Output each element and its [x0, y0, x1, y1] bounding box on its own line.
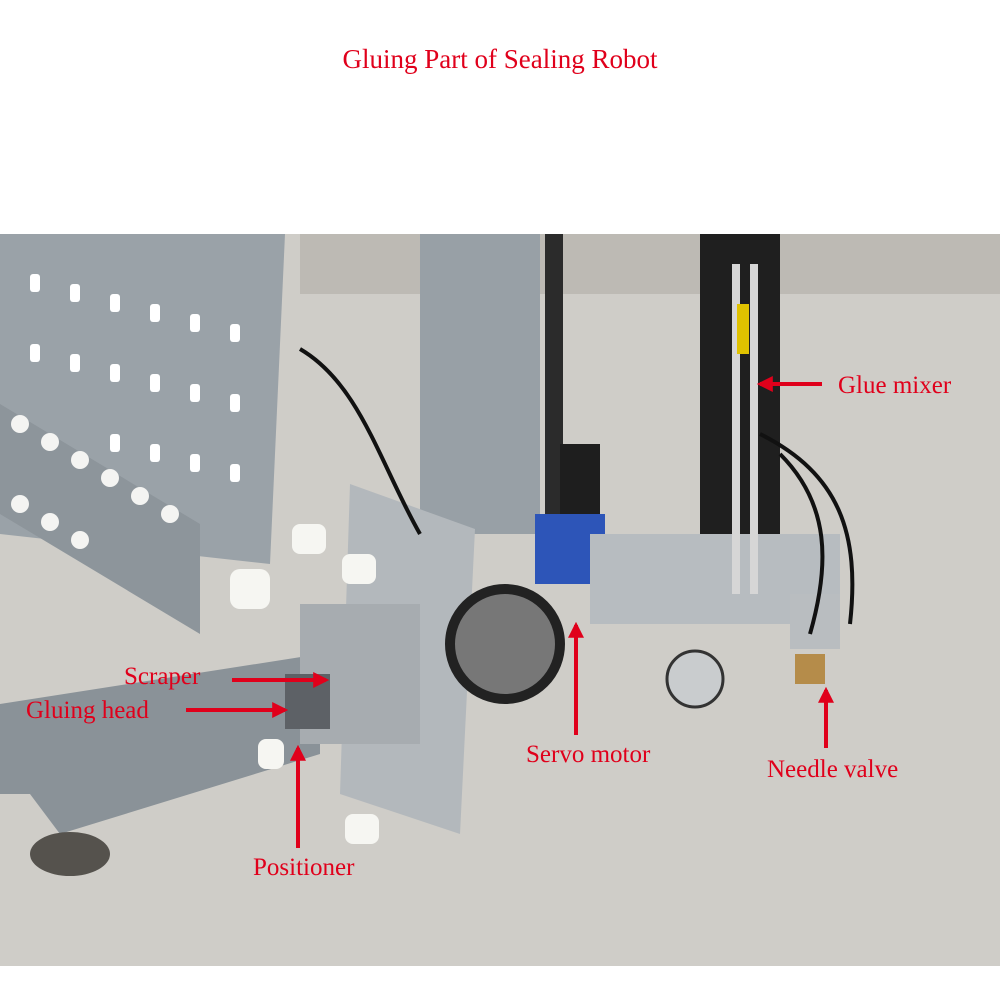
gluing-head-dark [285, 674, 330, 729]
label-gluing-head: Gluing head [26, 697, 149, 724]
white-knobs [230, 524, 379, 844]
label-glue-mixer: Glue mixer [838, 372, 952, 399]
panel-slots [30, 274, 240, 482]
mixer-tube-left [732, 264, 740, 594]
rotary-ring [445, 584, 565, 704]
label-needle-valve: Needle valve [767, 756, 899, 783]
background-wall [300, 234, 1000, 294]
figure-title: Gluing Part of Sealing Robot [342, 44, 658, 74]
drag-chain [545, 234, 563, 534]
foot [30, 832, 110, 876]
cables [298, 347, 855, 635]
label-servo-motor: Servo motor [526, 741, 651, 768]
label-scraper: Scraper [124, 663, 201, 690]
machine-base [0, 654, 320, 834]
column [420, 234, 540, 534]
mixer-label [737, 304, 749, 354]
valve-fitting [665, 649, 725, 709]
label-positioner: Positioner [253, 854, 355, 881]
conveyor [0, 404, 200, 634]
conveyor-rollers [11, 415, 179, 549]
mixer-tube-right [750, 264, 758, 594]
servo-motor-body [560, 444, 600, 524]
brass-fitting [795, 654, 825, 684]
machine-photo [0, 234, 1000, 966]
